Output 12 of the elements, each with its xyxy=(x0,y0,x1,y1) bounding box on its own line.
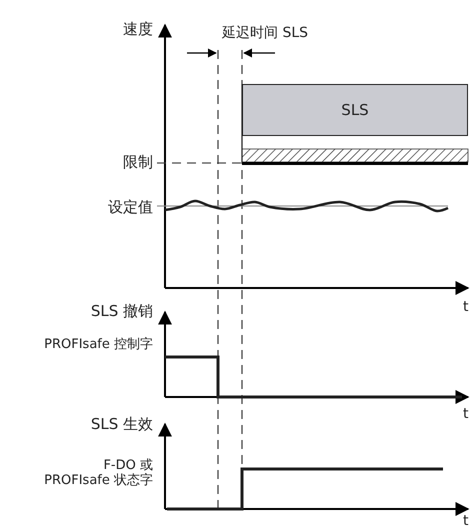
signal-label: PROFIsafe 控制字 xyxy=(44,338,153,352)
axis-label: t xyxy=(463,512,468,529)
axis-label: SLS 生效 xyxy=(90,416,153,434)
signal-label: F-DO 或 PROFIsafe 状态字 xyxy=(43,459,153,489)
axis-label: 速度 xyxy=(123,21,153,39)
axis-label: t xyxy=(463,298,468,316)
state-box: SLS xyxy=(242,84,468,136)
axis-tick-label: 设定值 xyxy=(108,199,153,217)
axis-tick-label: 限制 xyxy=(123,154,153,172)
delay-label: 延迟时间 SLS xyxy=(222,24,308,42)
axis-label: t xyxy=(463,406,468,422)
axis-label: SLS 撤销 xyxy=(90,303,153,321)
